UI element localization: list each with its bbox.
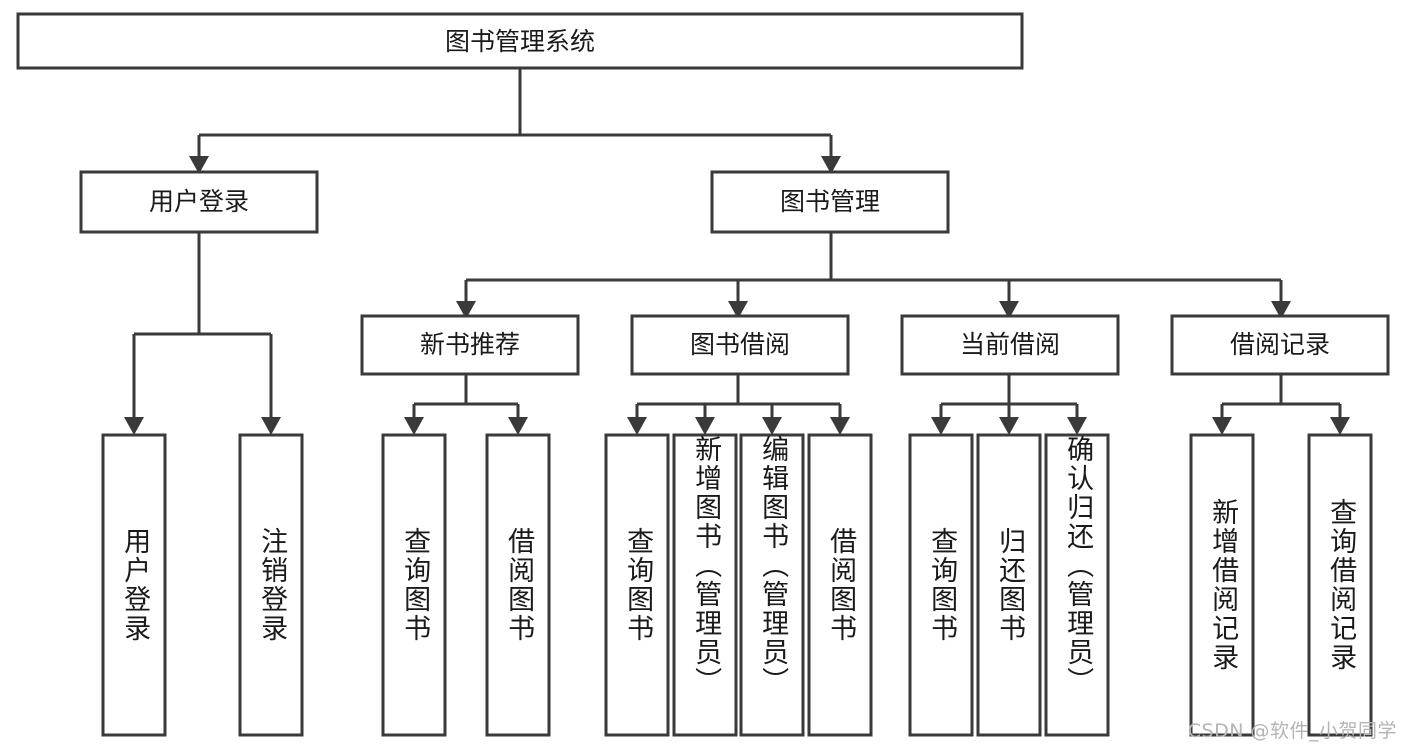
arrow-bb-leaf-3: [762, 417, 782, 435]
leaf-box-cb-confirm-return[interactable]: [1044, 433, 1110, 737]
connector-new-book-to-leaves: [404, 374, 528, 435]
node-new-book-recommend-box[interactable]: [360, 314, 580, 376]
node-book-management[interactable]: 图书管理: [710, 170, 950, 234]
arrow-bb-leaf-2: [695, 417, 715, 435]
node-borrow-record-label: 借阅记录: [1230, 330, 1330, 359]
arrow-to-leaf-user-login: [124, 417, 144, 435]
node-new-book-recommend-label: 新书推荐: [420, 330, 520, 359]
leaf-box-bb-query-book[interactable]: [604, 433, 670, 737]
node-root-system-label: 图书管理系统: [445, 27, 595, 56]
leaf-box-br-add-record[interactable]: [1189, 433, 1255, 737]
arrow-to-borrow-record: [1271, 301, 1291, 319]
arrow-root-to-book-mgmt: [821, 156, 841, 174]
arrow-br-leaf-2: [1330, 417, 1350, 435]
node-book-management-label: 图书管理: [780, 187, 880, 216]
connector-user-login-to-leaves: [124, 232, 281, 435]
node-borrow-record-box[interactable]: [1170, 314, 1390, 376]
node-new-book-recommend[interactable]: 新书推荐: [360, 314, 580, 376]
leaf-box-nb-query-book[interactable]: [381, 433, 447, 737]
leaf-box-logout[interactable]: [238, 433, 304, 737]
leaf-box-bb-edit-book[interactable]: [739, 433, 805, 737]
node-book-management-box[interactable]: [710, 170, 950, 234]
connector-root-to-level2: [189, 68, 841, 174]
node-borrow-record[interactable]: 借阅记录: [1170, 314, 1390, 376]
node-current-borrow-box[interactable]: [900, 314, 1120, 376]
leaf-box-cb-query-book[interactable]: [908, 433, 974, 737]
arrow-root-to-user-login: [189, 156, 209, 174]
leaf-box-nb-borrow-book[interactable]: [485, 433, 551, 737]
arrow-br-leaf-1: [1212, 417, 1232, 435]
arrow-nb-leaf-2: [508, 417, 528, 435]
node-book-borrow[interactable]: 图书借阅: [630, 314, 850, 376]
leaf-box-bb-borrow-book[interactable]: [807, 433, 873, 737]
arrow-to-book-borrow: [728, 301, 748, 319]
arrow-cb-leaf-1: [931, 417, 951, 435]
arrow-to-leaf-logout: [261, 417, 281, 435]
connector-book-mgmt-to-level3: [456, 232, 1291, 319]
arrow-cb-leaf-3: [1067, 417, 1087, 435]
node-user-login-label: 用户登录: [149, 187, 249, 216]
arrow-bb-leaf-1: [627, 417, 647, 435]
connector-borrow-record-to-leaves: [1212, 374, 1350, 435]
node-user-login[interactable]: 用户登录: [79, 170, 319, 234]
arrow-nb-leaf-1: [404, 417, 424, 435]
node-root-system-box[interactable]: [16, 12, 1024, 70]
arrow-to-new-book: [456, 301, 476, 319]
arrow-cb-leaf-2: [999, 417, 1019, 435]
node-book-borrow-label: 图书借阅: [690, 330, 790, 359]
arrow-bb-leaf-4: [830, 417, 850, 435]
node-book-borrow-box[interactable]: [630, 314, 850, 376]
leaf-box-br-query-record[interactable]: [1307, 433, 1373, 737]
connector-current-borrow-to-leaves: [931, 374, 1087, 435]
node-current-borrow-label: 当前借阅: [960, 330, 1060, 359]
node-root-system[interactable]: 图书管理系统: [16, 12, 1024, 70]
node-current-borrow[interactable]: 当前借阅: [900, 314, 1120, 376]
node-user-login-box[interactable]: [79, 170, 319, 234]
leaf-box-user-login[interactable]: [101, 433, 167, 737]
arrow-to-current-borrow: [999, 301, 1019, 319]
leaf-box-bb-add-book[interactable]: [672, 433, 738, 737]
leaf-box-cb-return-book[interactable]: [976, 433, 1042, 737]
connector-book-borrow-to-leaves: [627, 374, 850, 435]
watermark-text: CSDN @软件_小贺同学: [1187, 720, 1397, 742]
